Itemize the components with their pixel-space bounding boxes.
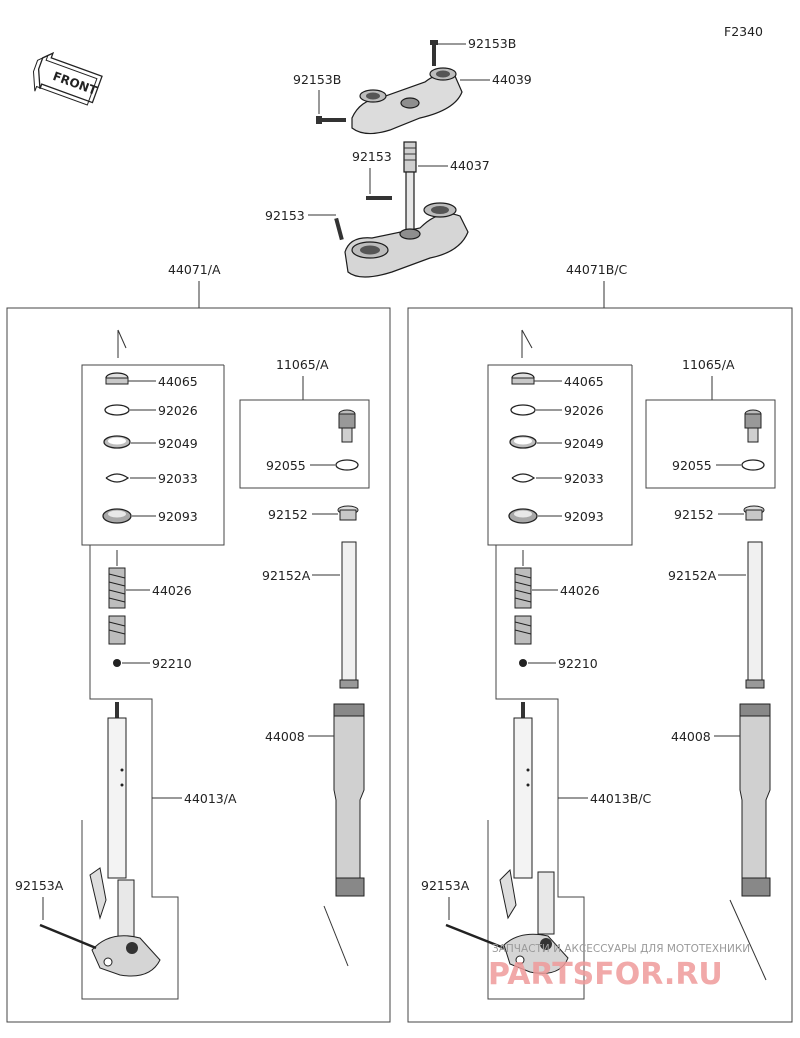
label-r-92093: 92093 — [564, 509, 604, 524]
label-kit-right: 11065/A — [682, 357, 735, 372]
label-r-44026: 44026 — [560, 583, 600, 598]
label-stem: 44037 — [450, 158, 490, 173]
label-l-44065: 44065 — [158, 374, 198, 389]
outer-tube-right — [739, 703, 771, 897]
label-l-44026: 44026 — [152, 583, 192, 598]
watermark-brand: PARTSFOR.RU — [488, 957, 723, 992]
label-r-92152: 92152 — [674, 507, 714, 522]
label-r-92055: 92055 — [672, 458, 712, 473]
damper-rod-left — [89, 702, 161, 977]
label-l-92055: 92055 — [266, 458, 306, 473]
damper-rod-right — [499, 702, 569, 974]
label-l-92152a: 92152A — [262, 568, 311, 583]
label-l-92152: 92152 — [268, 507, 308, 522]
outer-tube-left — [333, 703, 365, 897]
fork-panel-left: 44065 92026 92049 92033 92093 44026 — [6, 307, 391, 1023]
label-l-92026: 92026 — [158, 403, 198, 418]
watermark-tagline: ЗАПЧАСТИ И АКСЕССУАРЫ ДЛЯ МОТОТЕХНИКИ — [492, 943, 750, 955]
label-r-44065: 44065 — [564, 374, 604, 389]
label-r-92210: 92210 — [558, 656, 598, 671]
steering-stem — [334, 141, 469, 278]
label-l-44008: 44008 — [265, 729, 305, 744]
label-fork-right: 44071B/C — [566, 262, 628, 277]
label-l-92153a: 92153A — [15, 878, 64, 893]
label-r-92033: 92033 — [564, 471, 604, 486]
fork-panel-right: 44065 92026 92049 92033 92093 44026 9221… — [407, 307, 793, 1023]
label-r-92152a: 92152A — [668, 568, 717, 583]
upper-bracket — [316, 40, 463, 135]
valve-right — [744, 409, 762, 443]
label-stem-bolt-2: 92153 — [265, 208, 305, 223]
label-fork-left: 44071/A — [168, 262, 221, 277]
label-l-92093: 92093 — [158, 509, 198, 524]
spring-right — [514, 567, 532, 645]
label-r-44008: 44008 — [671, 729, 711, 744]
label-l-92049: 92049 — [158, 436, 198, 451]
label-l-92033: 92033 — [158, 471, 198, 486]
valve-left — [338, 409, 356, 443]
label-r-44013: 44013B/C — [590, 791, 652, 806]
watermark: ЗАПЧАСТИ И АКСЕССУАРЫ ДЛЯ МОТОТЕХНИКИ PA… — [488, 943, 750, 992]
diagram-code: F2340 — [724, 24, 763, 39]
label-bracket-upper: 44039 — [492, 72, 532, 87]
label-bolt-upper: 92153B — [468, 36, 516, 51]
label-r-92026: 92026 — [564, 403, 604, 418]
front-arrow-icon: FRONT — [32, 51, 103, 106]
label-bolt-upper-left: 92153B — [293, 72, 341, 87]
label-r-92153a: 92153A — [421, 878, 470, 893]
spring-left — [108, 567, 126, 645]
label-stem-bolt: 92153 — [352, 149, 392, 164]
label-l-92210: 92210 — [152, 656, 192, 671]
label-r-92049: 92049 — [564, 436, 604, 451]
label-l-44013: 44013/A — [184, 791, 237, 806]
label-kit-left: 11065/A — [276, 357, 329, 372]
